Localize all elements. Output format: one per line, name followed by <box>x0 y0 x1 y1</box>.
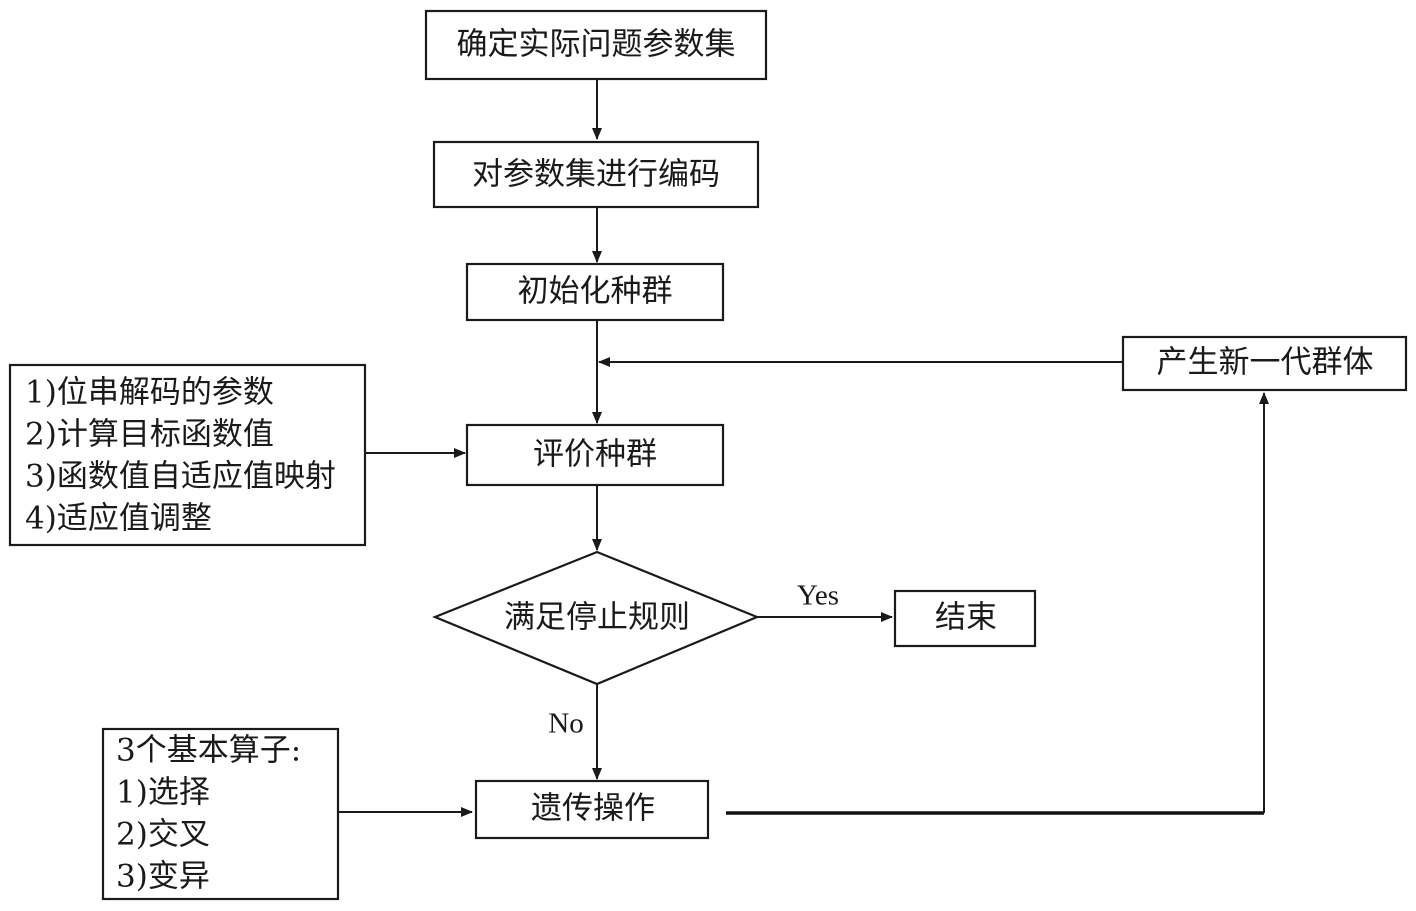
node-stop-condition <box>432 550 760 686</box>
edge-label-no: No <box>548 708 583 740</box>
node-init-population <box>465 262 725 322</box>
node-genetic-ops <box>474 779 710 840</box>
note-evaluate-step-2: 2)计算目标函数值 <box>25 417 274 453</box>
note-evaluate-step-1: 1)位串解码的参数 <box>25 375 274 411</box>
note-evaluate-step-4: 4)适应值调整 <box>25 501 212 537</box>
node-define-params-label: 确定实际问题参数集 <box>457 27 736 63</box>
note-operator-mutation: 3)变异 <box>116 859 210 895</box>
node-define-params <box>424 9 768 81</box>
node-new-generation <box>1121 335 1408 392</box>
node-genetic-ops-label: 遗传操作 <box>531 791 655 827</box>
node-new-generation-label: 产生新一代群体 <box>1157 345 1374 381</box>
node-init-population-label: 初始化种群 <box>518 274 673 310</box>
note-operator-crossover: 2)交叉 <box>116 817 210 853</box>
edge-label-yes: Yes <box>797 580 839 612</box>
note-evaluate-steps <box>8 363 367 547</box>
note-operators <box>101 727 340 901</box>
node-evaluate-population <box>465 423 725 487</box>
node-stop-condition-label: 满足停止规则 <box>504 600 690 636</box>
node-evaluate-population-label: 评价种群 <box>533 437 657 473</box>
node-encode-params <box>432 140 760 209</box>
node-end-label: 结束 <box>935 600 997 636</box>
note-evaluate-step-3: 3)函数值自适应值映射 <box>25 459 336 495</box>
note-operator-select: 1)选择 <box>116 775 210 811</box>
note-operators-title: 3个基本算子: <box>116 733 301 769</box>
node-encode-params-label: 对参数集进行编码 <box>472 157 720 193</box>
node-end <box>893 589 1037 648</box>
